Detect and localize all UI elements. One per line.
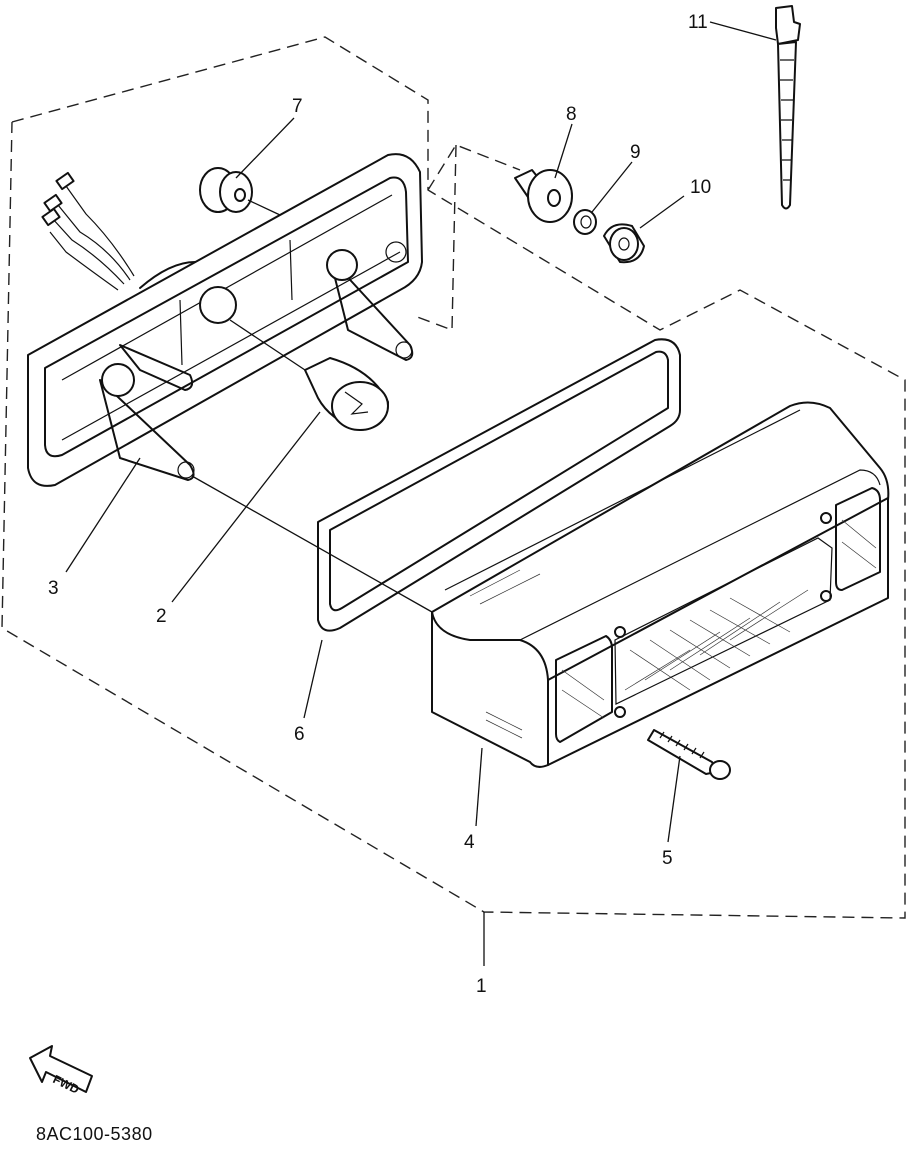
callout-labels: 1 2 3 4 5 6 7 8 9 10 11 [48,12,711,997]
base-housing [27,153,423,487]
grommet [199,167,281,216]
callout-8: 8 [566,104,577,125]
callout-2: 2 [156,606,167,627]
callout-1: 1 [476,976,487,997]
callout-9: 9 [630,142,641,163]
cable-tie [775,5,801,210]
screw [647,729,731,780]
leader-lines [65,21,777,966]
callout-4: 4 [464,832,475,853]
collar [514,169,573,223]
callout-5: 5 [662,848,673,869]
callout-3: 3 [48,578,59,599]
callout-11: 11 [688,12,708,33]
nut [603,223,645,264]
callout-6: 6 [294,724,305,745]
gasket [317,338,681,632]
lens [431,401,890,768]
callout-7: 7 [292,96,303,117]
bulb [229,319,389,431]
callout-10: 10 [690,177,711,198]
assembly-boundary [1,36,906,919]
washer [573,209,597,235]
part-code: 8AC100-5380 [36,1124,153,1144]
forward-arrow-icon: FWD [29,1045,93,1097]
